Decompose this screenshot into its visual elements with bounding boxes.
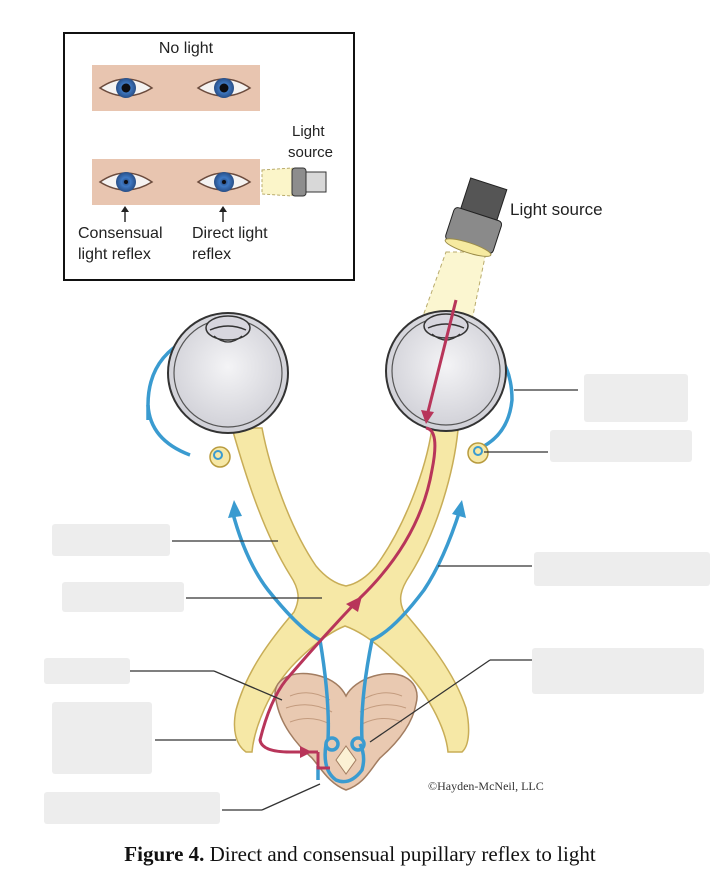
left-eyeball — [167, 312, 289, 434]
inset-light-label-line1: Light — [292, 123, 325, 140]
efferent-arrow-right — [452, 500, 466, 518]
direct-label-line2: reflex — [192, 246, 231, 263]
hidden-label-pretectal-nucleus[interactable] — [44, 792, 220, 824]
hidden-label-edinger-westphal[interactable] — [532, 648, 704, 694]
figure-caption-text: Direct and consensual pupillary reflex t… — [204, 842, 596, 866]
afferent-arrow-top — [421, 410, 434, 424]
hidden-label-optic-tract[interactable] — [44, 658, 130, 684]
hidden-label-lateral-geniculate[interactable] — [52, 702, 152, 774]
efferent-central — [230, 509, 462, 784]
afferent-pathway — [258, 299, 458, 770]
inset-light-source-icon — [261, 167, 327, 197]
copyright-notice: ©Hayden-McNeil, LLC — [428, 779, 544, 793]
consensual-label-line1: Consensual — [78, 225, 163, 242]
inset-light-label-line2: source — [288, 144, 333, 161]
optic-x-structure — [231, 427, 470, 753]
direct-label-line1: Direct light — [192, 225, 268, 242]
leader-lines — [130, 389, 578, 811]
right-ciliary-ganglion — [467, 442, 489, 464]
hidden-label-ciliary-ganglion[interactable] — [550, 430, 692, 462]
light-source-label: Light source — [510, 200, 603, 219]
figure-caption-label: Figure 4. — [124, 842, 205, 866]
no-light-label: No light — [159, 40, 214, 57]
hidden-label-ciliary-muscle[interactable] — [584, 374, 688, 422]
eyes-with-light — [92, 159, 260, 205]
hidden-label-oculomotor-nerve[interactable] — [534, 552, 710, 586]
afferent-arrow-mid — [346, 596, 362, 612]
hidden-label-boxes — [44, 374, 710, 824]
figure-caption: Figure 4. Direct and consensual pupillar… — [0, 842, 720, 867]
efferent-arrow-left — [228, 500, 242, 518]
hidden-label-optic-nerve[interactable] — [52, 524, 170, 556]
consensual-label-line2: light reflex — [78, 246, 151, 263]
midbrain — [274, 672, 418, 791]
inset-up-arrows — [121, 206, 227, 222]
hidden-label-optic-chiasm[interactable] — [62, 582, 184, 612]
left-ciliary-ganglion — [209, 446, 231, 468]
afferent-arrow-end — [300, 746, 312, 758]
right-eyeball — [385, 310, 507, 432]
eyes-no-light — [92, 65, 260, 111]
inset-panel: No light Light source — [63, 32, 355, 281]
optic-nerves — [231, 427, 470, 753]
light-source-icon — [417, 177, 508, 331]
